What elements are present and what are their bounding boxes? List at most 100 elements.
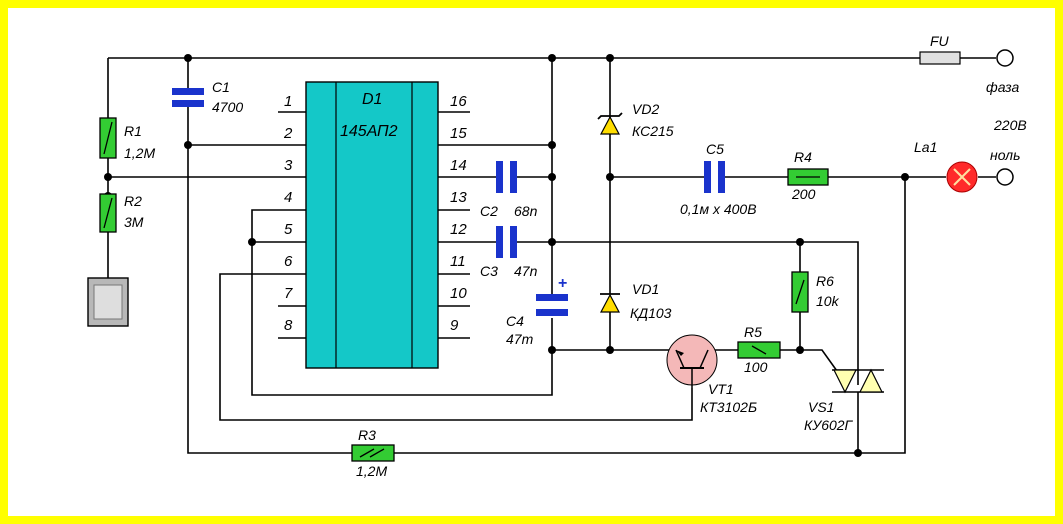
junction-dot <box>796 238 804 246</box>
pin6-wire <box>219 273 693 421</box>
vd1-ref: VD1 <box>632 281 659 297</box>
r3-value: 1,2M <box>356 463 387 479</box>
r4-ref: R4 <box>794 149 812 165</box>
c2-plate <box>510 161 517 193</box>
junction-dot <box>548 54 556 62</box>
r6-value: 10k <box>816 293 840 309</box>
c1-ref: C1 <box>212 79 230 95</box>
resistor-r3: R3 1,2M <box>351 427 395 479</box>
c1-r3-wire <box>187 58 906 454</box>
fu-ref: FU <box>930 33 950 49</box>
diode-vd1: VD1 КД103 <box>600 281 672 321</box>
ic-pin-label: 8 <box>284 317 293 334</box>
ic-pin-label: 16 <box>450 93 467 110</box>
vs1-triangle <box>833 369 857 394</box>
c4-polarity: + <box>558 275 567 292</box>
c2-ref: C2 <box>480 203 498 219</box>
fuse-body <box>919 51 961 65</box>
junction-dot <box>606 54 614 62</box>
resistor-r5: R5 100 <box>737 324 781 375</box>
resistor-r1: R1 1,2M <box>99 117 155 161</box>
vt1-arrow <box>676 350 684 356</box>
ic-pin-label: 2 <box>283 125 293 142</box>
phase-terminal <box>996 49 1014 67</box>
vs1-value: КУ602Г <box>804 417 854 433</box>
c5-plate <box>704 161 711 193</box>
junction-dot <box>548 238 556 246</box>
c2-plate <box>496 161 503 193</box>
r5-value: 100 <box>744 359 768 375</box>
vd1-value: КД103 <box>630 305 672 321</box>
voltage-label: 220В <box>993 117 1027 133</box>
c4-value: 47m <box>506 331 534 347</box>
r5-ref: R5 <box>744 324 762 340</box>
c1-plate <box>172 100 204 107</box>
pin4-loop-wire <box>251 209 553 396</box>
canvas <box>8 8 1055 516</box>
fuse-fu: FU <box>919 33 961 65</box>
junction-dot <box>606 173 614 181</box>
terminals: фаза 220В ноль <box>986 49 1027 186</box>
vd2-ref: VD2 <box>632 101 659 117</box>
c2-value: 68n <box>514 203 538 219</box>
neutral-label: ноль <box>990 147 1020 163</box>
ic-pin-label: 5 <box>284 221 293 238</box>
capacitor-c1: C1 4700 <box>172 79 243 115</box>
r1-value: 1,2M <box>124 145 155 161</box>
vt1-value: КТ3102Б <box>700 399 757 415</box>
r3-slash <box>369 448 385 458</box>
junction-dot <box>548 173 556 181</box>
c5-value: 0,1м х 400В <box>680 201 757 217</box>
sensor-inner <box>93 284 123 320</box>
r3-ref: R3 <box>358 427 376 443</box>
vd1-triangle <box>600 293 620 313</box>
vd2-bar <box>597 112 623 120</box>
ic-pin-label: 1 <box>284 93 292 110</box>
vs1-ref: VS1 <box>808 399 834 415</box>
ic-pin-label: 6 <box>284 253 293 270</box>
junction-dot <box>184 54 192 62</box>
r3-slash <box>359 448 375 458</box>
vs1-triangle <box>859 368 883 393</box>
resistor-r2: R2 3M <box>99 193 144 233</box>
junction-dot <box>796 346 804 354</box>
lamp-la1: La1 <box>914 139 978 193</box>
c5-plate <box>718 161 725 193</box>
vt1-emitter <box>675 349 685 369</box>
c3-ref: C3 <box>480 263 498 279</box>
vt1-ref: VT1 <box>708 381 734 397</box>
junction-dot <box>548 141 556 149</box>
transistor-vt1: VT1 КТ3102Б <box>666 334 757 415</box>
r2-value: 3M <box>124 214 144 230</box>
triac-vs1: VS1 КУ602Г <box>804 368 884 433</box>
junction-dot <box>184 141 192 149</box>
ic-d1: D1 145АП2 1 2 3 4 5 6 7 8 16 15 14 13 12… <box>283 81 467 369</box>
r6-ref: R6 <box>816 273 834 289</box>
ic-pin-label: 14 <box>450 157 467 174</box>
c1-value: 4700 <box>212 99 243 115</box>
capacitor-c3: C3 47n <box>480 226 538 279</box>
c3-plate <box>496 226 503 258</box>
c4-plate <box>536 309 568 316</box>
resistor-r4: R4 200 <box>787 149 829 202</box>
r3-body <box>351 444 395 462</box>
neutral-terminal <box>996 168 1014 186</box>
vt1-collector <box>699 349 709 369</box>
junctions <box>104 54 909 457</box>
r4-value: 200 <box>791 186 816 202</box>
ic-pin-label: 10 <box>450 285 467 302</box>
r1-ref: R1 <box>124 123 142 139</box>
c4-plate <box>536 294 568 301</box>
left-pin-stubs <box>278 144 306 339</box>
lamp-cross <box>953 168 971 186</box>
ic-pin-label: 3 <box>284 157 293 174</box>
capacitor-c4: + C4 47m <box>506 275 568 347</box>
c3-wire <box>470 241 859 385</box>
junction-dot <box>104 173 112 181</box>
c3-value: 47n <box>514 263 538 279</box>
touch-sensor <box>87 277 129 327</box>
c1-plate <box>172 88 204 95</box>
r6-slash <box>795 279 805 305</box>
r2-slash <box>103 197 113 229</box>
